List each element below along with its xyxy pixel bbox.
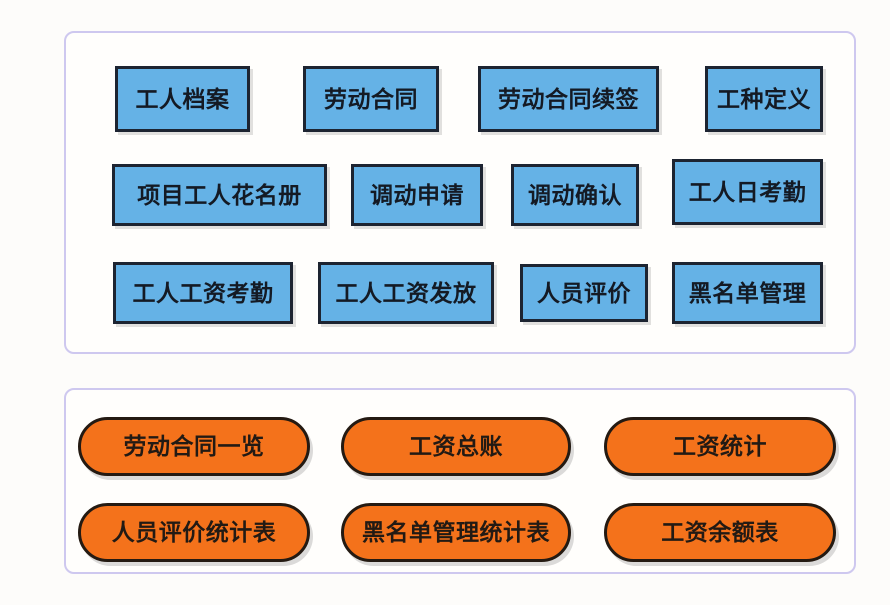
report-button-btn-r0-c1[interactable]: 工资总账	[341, 417, 571, 476]
function-button-btn-r0-c2[interactable]: 劳动合同续签	[478, 66, 659, 132]
function-button-btn-r1-c0[interactable]: 项目工人花名册	[112, 164, 327, 226]
report-button-btn-r1-c2[interactable]: 工资余额表	[604, 503, 836, 562]
function-button-btn-r0-c1[interactable]: 劳动合同	[303, 66, 439, 132]
function-button-btn-r2-c1[interactable]: 工人工资发放	[318, 262, 494, 324]
function-button-btn-r0-c3[interactable]: 工种定义	[705, 66, 823, 132]
function-button-btn-r2-c0[interactable]: 工人工资考勤	[113, 262, 293, 324]
function-button-btn-r1-c2[interactable]: 调动确认	[511, 164, 639, 226]
report-button-btn-r0-c2[interactable]: 工资统计	[604, 417, 836, 476]
report-button-btn-r1-c1[interactable]: 黑名单管理统计表	[341, 503, 571, 562]
function-button-btn-r2-c3[interactable]: 黑名单管理	[672, 262, 823, 324]
report-button-btn-r0-c0[interactable]: 劳动合同一览	[78, 417, 310, 476]
function-button-btn-r1-c3[interactable]: 工人日考勤	[672, 159, 823, 225]
function-button-btn-r0-c0[interactable]: 工人档案	[115, 66, 250, 132]
function-button-btn-r1-c1[interactable]: 调动申请	[351, 164, 483, 226]
function-button-btn-r2-c2[interactable]: 人员评价	[520, 264, 648, 322]
report-button-btn-r1-c0[interactable]: 人员评价统计表	[78, 503, 310, 562]
